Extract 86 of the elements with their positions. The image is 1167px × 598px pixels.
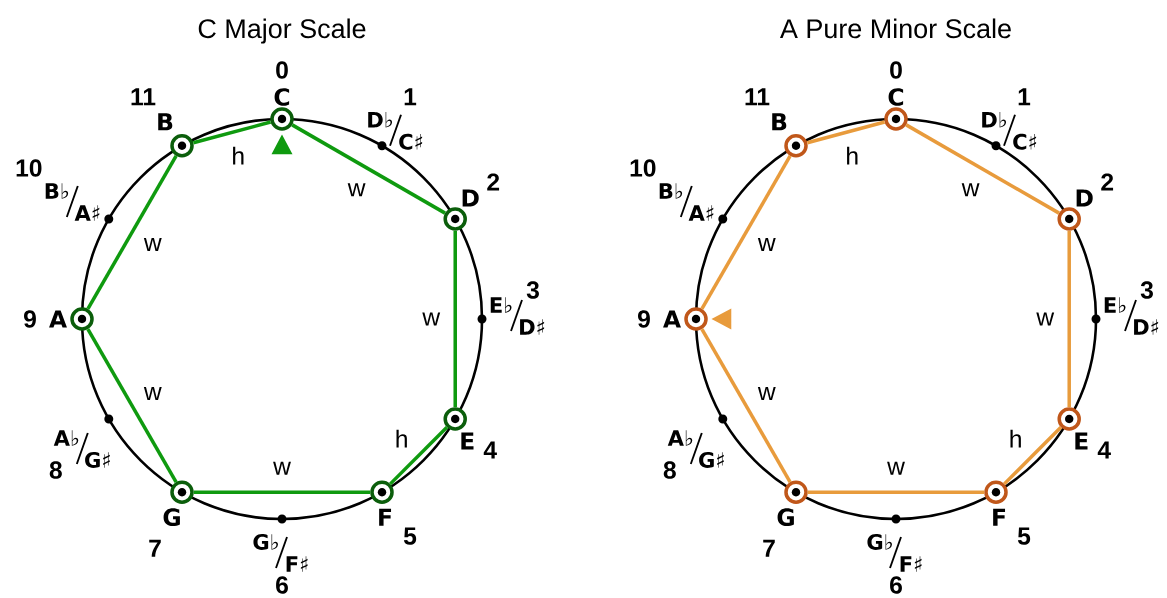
edge-label: w [1035, 311, 1056, 327]
scale-step-line [1067, 230, 1071, 408]
scale-step-line [453, 230, 457, 408]
note-name: G [777, 508, 794, 527]
scale-note-marker [443, 207, 467, 231]
scale-step-line [291, 123, 446, 215]
note-name: B♭ A♯ [45, 183, 100, 221]
pitch-number: 3 [526, 281, 539, 299]
note-name: E [1075, 432, 1088, 450]
scale-step-line [1003, 426, 1063, 486]
pitch-number: 11 [131, 88, 156, 106]
note-name: D [1076, 189, 1093, 207]
note-name: A [49, 310, 67, 328]
pitch-number: 2 [487, 173, 500, 191]
scale-step-line [700, 328, 792, 483]
note-name: C [274, 88, 290, 106]
scale-step-line [86, 328, 178, 483]
scale-step-line [193, 490, 371, 494]
pitch-number: 0 [890, 61, 902, 79]
edge-label: w [421, 311, 442, 327]
note-name: B [158, 113, 173, 131]
scale-note-marker [684, 307, 708, 331]
note-name: B [772, 113, 787, 131]
scale-note-marker [70, 307, 94, 331]
node-label: C Major Scale [198, 18, 366, 44]
note-name: D [462, 189, 479, 207]
scale-note-marker [1057, 207, 1081, 231]
edge-label: h [393, 428, 410, 449]
pitch-number: 5 [1017, 527, 1031, 545]
note-name: G [163, 508, 180, 527]
edge-label: w [142, 236, 163, 253]
scale-note-marker [443, 407, 467, 431]
note-name: A [663, 310, 681, 328]
pitch-number: 1 [404, 88, 417, 106]
scale-step-line [905, 123, 1060, 215]
note-name: F [993, 508, 1006, 526]
edge-label: w [960, 182, 981, 198]
pitch-number: 9 [24, 310, 36, 328]
edge-label: h [844, 145, 861, 166]
pitch-number: 2 [1101, 173, 1114, 191]
pitch-number: 0 [276, 61, 288, 79]
pitch-number: 7 [149, 539, 161, 557]
scale-step-line [806, 120, 886, 145]
edge-label: w [142, 385, 163, 402]
pitch-number: 9 [638, 310, 650, 328]
pitch-number: 6 [890, 576, 902, 594]
scale-step-line [86, 155, 178, 310]
scale-note-marker [984, 480, 1008, 504]
edge-label: h [230, 145, 247, 166]
edge-label: h [1007, 428, 1024, 449]
edge-label: w [346, 182, 367, 198]
note-name: G♭ F♯ [253, 534, 308, 572]
pitch-number: 4 [1097, 441, 1111, 459]
note-name: D♭ C♯ [368, 112, 423, 150]
note-name: C [888, 88, 904, 106]
scale-note-marker [370, 480, 394, 504]
scale-step-line [700, 155, 792, 310]
pitch-number: 10 [16, 159, 42, 177]
scale-note-marker [784, 480, 808, 504]
pitch-number: 1 [1018, 88, 1031, 106]
scale-note-marker [170, 480, 194, 504]
scale-note-marker [784, 134, 808, 158]
scale-note-marker [884, 107, 908, 131]
edge-label: w [756, 385, 777, 402]
note-name: E [461, 432, 474, 450]
edge-label: w [756, 236, 777, 253]
edge-label: w [271, 460, 293, 476]
pitch-number: 6 [276, 576, 288, 594]
pitch-number: 4 [483, 441, 497, 459]
scale-note-marker [270, 107, 294, 131]
scale-step-line [807, 490, 985, 494]
scale-step-line [192, 120, 272, 145]
node-label: A Pure Minor Scale [779, 18, 1011, 39]
scale-note-marker [1057, 407, 1081, 431]
note-name: G♭ F♯ [867, 534, 922, 572]
pitch-number: 5 [403, 527, 417, 545]
scale-note-marker [170, 134, 194, 158]
scale-step-line [389, 426, 449, 486]
note-name: D♭ C♯ [982, 112, 1037, 150]
note-name: B♭ A♯ [659, 183, 714, 221]
pitch-number: 11 [745, 88, 770, 106]
pitch-number: 10 [630, 159, 656, 177]
pitch-number: 7 [763, 539, 775, 557]
pitch-number: 3 [1140, 281, 1153, 299]
note-name: F [379, 508, 392, 526]
edge-label: w [885, 460, 907, 476]
